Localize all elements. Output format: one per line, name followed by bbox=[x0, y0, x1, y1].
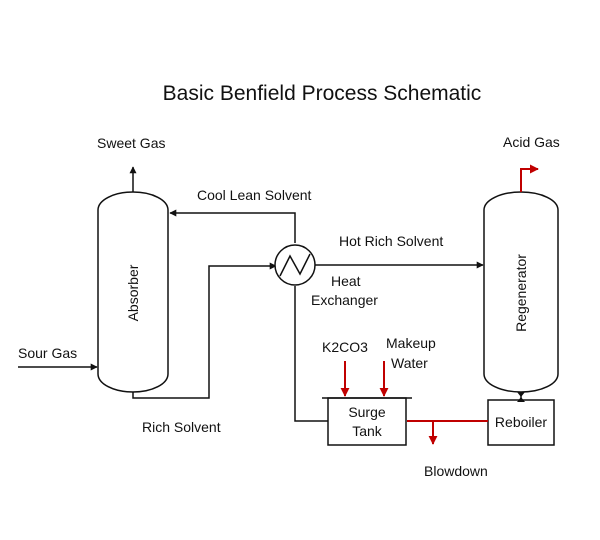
diagram-title: Basic Benfield Process Schematic bbox=[163, 82, 482, 105]
connector-valve-icon bbox=[517, 392, 525, 402]
makeup-water-label-line2: Water bbox=[391, 355, 428, 371]
surge-tank bbox=[327, 397, 407, 446]
lean-solvent-return-line bbox=[294, 286, 328, 422]
makeup-water-label-line1: Makeup bbox=[386, 335, 436, 351]
sweet-gas-label: Sweet Gas bbox=[97, 135, 165, 151]
absorber-label: Absorber bbox=[125, 264, 141, 321]
blowdown-label: Blowdown bbox=[424, 463, 488, 479]
rich-solvent-label: Rich Solvent bbox=[142, 419, 221, 435]
cool-lean-solvent-line bbox=[169, 209, 296, 243]
acid-gas-label: Acid Gas bbox=[503, 134, 560, 150]
regenerator-label: Regenerator bbox=[513, 254, 529, 332]
heat-exchanger-coil bbox=[279, 253, 311, 277]
k2co3-label: K2CO3 bbox=[322, 339, 368, 355]
acid-gas-line bbox=[520, 164, 539, 192]
heat-exchanger-label-line1: Heat bbox=[331, 273, 361, 289]
heat-exchanger-label-line2: Exchanger bbox=[311, 292, 378, 308]
hot-rich-solvent-label: Hot Rich Solvent bbox=[339, 233, 443, 249]
cool-lean-solvent-label: Cool Lean Solvent bbox=[197, 187, 312, 203]
reboiler-label: Reboiler bbox=[495, 414, 547, 430]
surge-tank-label-line2: Tank bbox=[352, 423, 383, 439]
rich-solvent-line bbox=[132, 262, 277, 399]
sour-gas-label: Sour Gas bbox=[18, 345, 77, 361]
surge-tank-label-line1: Surge bbox=[348, 404, 386, 420]
